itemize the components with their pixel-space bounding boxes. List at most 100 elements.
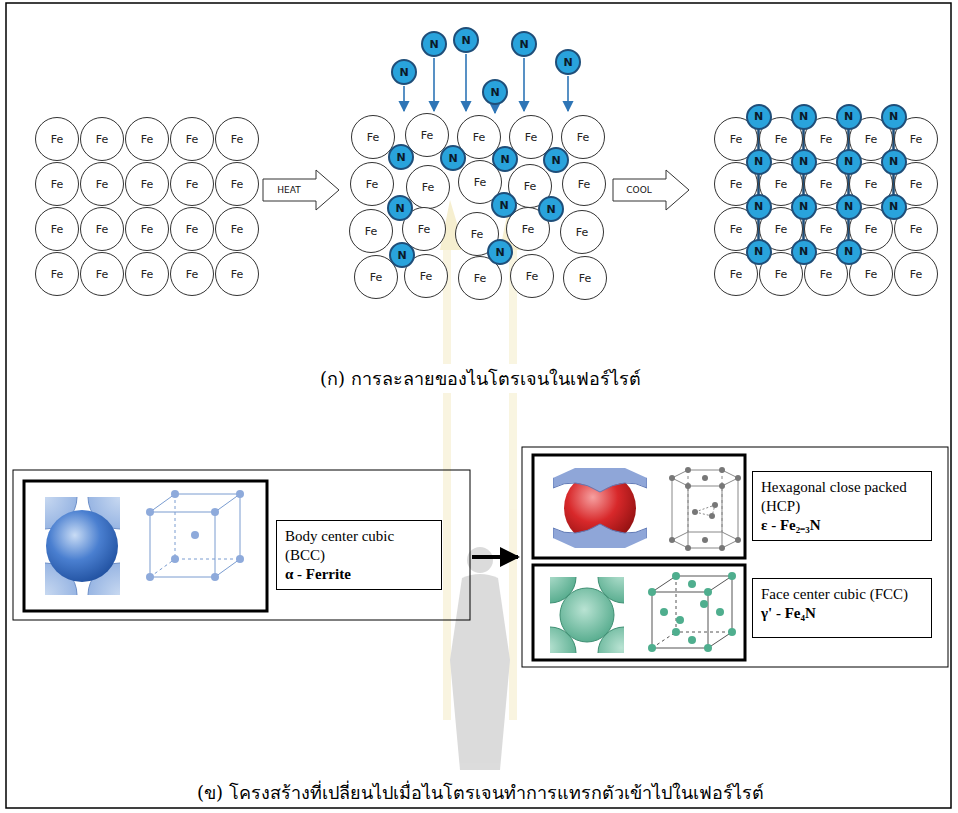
atom-symbol: Fe <box>231 268 244 281</box>
atom-symbol: N <box>429 38 438 51</box>
iron-atom: Fe <box>125 207 169 251</box>
atom-symbol: Fe <box>186 268 199 281</box>
atom-symbol: N <box>799 245 808 258</box>
atom-symbol: Fe <box>231 223 244 236</box>
iron-atom: Fe <box>125 162 169 206</box>
atom-symbol: Fe <box>578 178 591 191</box>
structure-label-box: Face center cubic (FCC)γ' - Fe₄N <box>752 578 932 638</box>
nitrogen-atom: N <box>487 239 513 265</box>
atom-symbol: N <box>754 200 763 213</box>
arrow-shape <box>262 168 340 212</box>
atom-symbol: Fe <box>820 223 833 236</box>
iron-atom: Fe <box>125 252 169 296</box>
iron-atom: Fe <box>170 117 214 161</box>
atom-symbol: Fe <box>141 223 154 236</box>
iron-atom: Fe <box>125 117 169 161</box>
atom-symbol: Fe <box>51 223 64 236</box>
atom-symbol: Fe <box>96 133 109 146</box>
atom-symbol: N <box>461 34 470 47</box>
figure-caption: (ข) โครงสร้างที่เปลี่ยนไปเมื่อไนโตรเจนทำ… <box>193 778 768 807</box>
panel-frame <box>522 447 948 667</box>
iron-atom: Fe <box>563 256 607 300</box>
atom-symbol: Fe <box>231 178 244 191</box>
atom-symbol: Fe <box>367 131 380 144</box>
atom-symbol: N <box>519 38 528 51</box>
atom-symbol: N <box>844 245 853 258</box>
transform-arrow <box>472 555 518 559</box>
atom-symbol: Fe <box>366 178 379 191</box>
atom-symbol: Fe <box>186 133 199 146</box>
atom-symbol: Fe <box>775 223 788 236</box>
atom-symbol: Fe <box>579 272 592 285</box>
nitrogen-atom: N <box>453 27 479 53</box>
atom-symbol: Fe <box>420 270 433 283</box>
nitrogen-atom: N <box>836 149 862 175</box>
atom-symbol: N <box>799 110 808 123</box>
bond-line <box>759 117 894 252</box>
atom-symbol: Fe <box>865 268 878 281</box>
atom-symbol: Fe <box>730 268 743 281</box>
atom-symbol: Fe <box>730 178 743 191</box>
atom-symbol: Fe <box>577 131 590 144</box>
nitrogen-atom: N <box>421 31 447 57</box>
hcp-model <box>550 465 650 551</box>
atom-symbol: Fe <box>186 223 199 236</box>
atom-symbol: Fe <box>51 133 64 146</box>
nitrogen-atom: N <box>543 147 569 173</box>
atom-symbol: Fe <box>474 272 487 285</box>
iron-atom: Fe <box>170 162 214 206</box>
bcc-model <box>45 497 120 595</box>
nitrogen-atom: N <box>391 59 417 85</box>
nitrogen-atom: N <box>836 194 862 220</box>
iron-atom: Fe <box>406 165 450 209</box>
nitrogen-atom: N <box>746 104 772 130</box>
nitrogen-atom: N <box>791 239 817 265</box>
atom-symbol: N <box>396 151 405 164</box>
structure-label-box: Body center cubic (BCC)α - Ferrite <box>276 520 442 590</box>
atom-symbol: Fe <box>820 133 833 146</box>
iron-atom: Fe <box>510 254 554 298</box>
atom-symbol: Fe <box>473 131 486 144</box>
figure-caption: (ก) การละลายของไนโตรเจนในเฟอร์ไรต์ <box>316 364 645 393</box>
atom-symbol: Fe <box>820 268 833 281</box>
iron-atom: Fe <box>35 252 79 296</box>
atom-symbol: Fe <box>525 131 538 144</box>
atom-symbol: Fe <box>522 223 535 236</box>
atom-symbol: Fe <box>418 223 431 236</box>
nitrogen-atom: N <box>881 104 907 130</box>
nitrogen-atom: N <box>791 194 817 220</box>
watermark <box>440 200 520 770</box>
nitrogen-atom: N <box>555 49 581 75</box>
iron-atom: Fe <box>170 252 214 296</box>
atom-symbol: N <box>844 200 853 213</box>
atom-dot <box>648 572 736 652</box>
iron-atom: Fe <box>35 117 79 161</box>
figure-frame <box>6 3 951 808</box>
atom-dot <box>669 467 741 551</box>
nitrogen-atom: N <box>746 239 772 265</box>
iron-atom: Fe <box>561 115 605 159</box>
nitrogen-atom: N <box>440 145 466 171</box>
nitrogen-atom: N <box>538 196 564 222</box>
nitrogen-atom: N <box>746 194 772 220</box>
nitrogen-atom: N <box>492 146 518 172</box>
atom-symbol: Fe <box>865 178 878 191</box>
hcp-cell <box>672 470 738 548</box>
iron-atom: Fe <box>80 162 124 206</box>
atom-symbol: Fe <box>730 223 743 236</box>
phase-formula: α - Ferrite <box>285 565 433 584</box>
iron-atom: Fe <box>215 207 259 251</box>
atom-symbol: Fe <box>526 270 539 283</box>
atom-symbol: N <box>495 246 504 259</box>
atom-symbol: Fe <box>865 133 878 146</box>
nitrogen-atom: N <box>881 149 907 175</box>
iron-atom: Fe <box>170 207 214 251</box>
nitrogen-atom: N <box>491 192 517 218</box>
nitrogen-atom: N <box>836 104 862 130</box>
atom-symbol: Fe <box>365 225 378 238</box>
atom-symbol: Fe <box>730 133 743 146</box>
atom-symbol: N <box>844 155 853 168</box>
nitrogen-atom: N <box>388 144 414 170</box>
process-arrow: HEAT <box>262 168 340 212</box>
iron-atom: Fe <box>560 210 604 254</box>
